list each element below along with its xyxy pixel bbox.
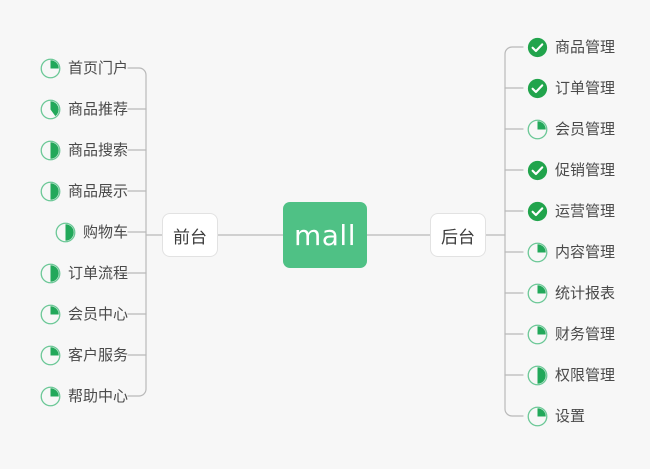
pie-progress-icon [40, 140, 61, 160]
leaf-node-label: 首页门户 [67, 59, 128, 77]
pie-progress-icon [527, 242, 548, 262]
root-node-label: mall [294, 218, 356, 252]
leaf-node[interactable]: 会员中心 [40, 301, 128, 327]
leaf-node[interactable]: 商品管理 [527, 34, 615, 60]
leaf-node[interactable]: 权限管理 [527, 362, 615, 388]
pie-progress-icon [527, 406, 548, 426]
leaf-node[interactable]: 会员管理 [527, 116, 615, 142]
leaf-node-label: 会员中心 [67, 305, 128, 323]
leaf-node-label: 内容管理 [555, 243, 616, 261]
leaf-node[interactable]: 订单管理 [527, 75, 615, 101]
pie-progress-icon [40, 345, 61, 365]
check-circle-icon [527, 201, 548, 221]
leaf-node[interactable]: 帮助中心 [40, 383, 128, 409]
pie-progress-icon [40, 263, 61, 283]
pie-progress-icon [527, 283, 548, 303]
leaf-node[interactable]: 订单流程 [40, 260, 128, 286]
pie-progress-icon [40, 304, 61, 324]
leaf-node[interactable]: 商品展示 [40, 178, 128, 204]
leaf-node[interactable]: 统计报表 [527, 280, 615, 306]
leaf-node-label: 购物车 [82, 223, 128, 241]
leaf-node[interactable]: 首页门户 [40, 55, 128, 81]
leaf-node-label: 订单流程 [67, 264, 128, 282]
leaf-node-label: 客户服务 [67, 346, 128, 364]
root-node-mall[interactable]: mall [283, 202, 367, 268]
branch-node-frontend-label: 前台 [173, 227, 207, 248]
pie-progress-icon [527, 119, 548, 139]
leaf-node[interactable]: 商品搜索 [40, 137, 128, 163]
leaf-node-label: 帮助中心 [67, 387, 128, 405]
pie-progress-icon [527, 365, 548, 385]
leaf-node-label: 会员管理 [555, 120, 616, 138]
branch-node-backend-label: 后台 [441, 227, 475, 248]
leaf-node[interactable]: 财务管理 [527, 321, 615, 347]
leaf-node[interactable]: 设置 [527, 403, 585, 429]
leaf-node-label: 订单管理 [555, 79, 616, 97]
pie-progress-icon [40, 58, 61, 78]
leaf-node-label: 运营管理 [555, 202, 616, 220]
leaf-node-label: 财务管理 [555, 325, 616, 343]
leaf-node-label: 权限管理 [555, 366, 616, 384]
leaf-node-label: 商品展示 [67, 182, 128, 200]
branch-node-frontend[interactable]: 前台 [162, 213, 218, 257]
leaf-node[interactable]: 客户服务 [40, 342, 128, 368]
leaf-node[interactable]: 运营管理 [527, 198, 615, 224]
check-circle-icon [527, 160, 548, 180]
leaf-node-label: 设置 [555, 407, 586, 425]
pie-progress-icon [40, 181, 61, 201]
leaf-node-label: 统计报表 [555, 284, 616, 302]
leaf-node[interactable]: 购物车 [55, 219, 128, 245]
leaf-node-label: 商品推荐 [67, 100, 128, 118]
pie-progress-icon [40, 386, 61, 406]
pie-progress-icon [55, 222, 76, 242]
leaf-node[interactable]: 商品推荐 [40, 96, 128, 122]
leaf-node-label: 商品管理 [555, 38, 616, 56]
branch-node-backend[interactable]: 后台 [430, 213, 486, 257]
pie-progress-icon [40, 99, 61, 119]
leaf-node[interactable]: 促销管理 [527, 157, 615, 183]
leaf-node-label: 商品搜索 [67, 141, 128, 159]
pie-progress-icon [527, 324, 548, 344]
check-circle-icon [527, 37, 548, 57]
leaf-node[interactable]: 内容管理 [527, 239, 615, 265]
leaf-node-label: 促销管理 [555, 161, 616, 179]
check-circle-icon [527, 78, 548, 98]
